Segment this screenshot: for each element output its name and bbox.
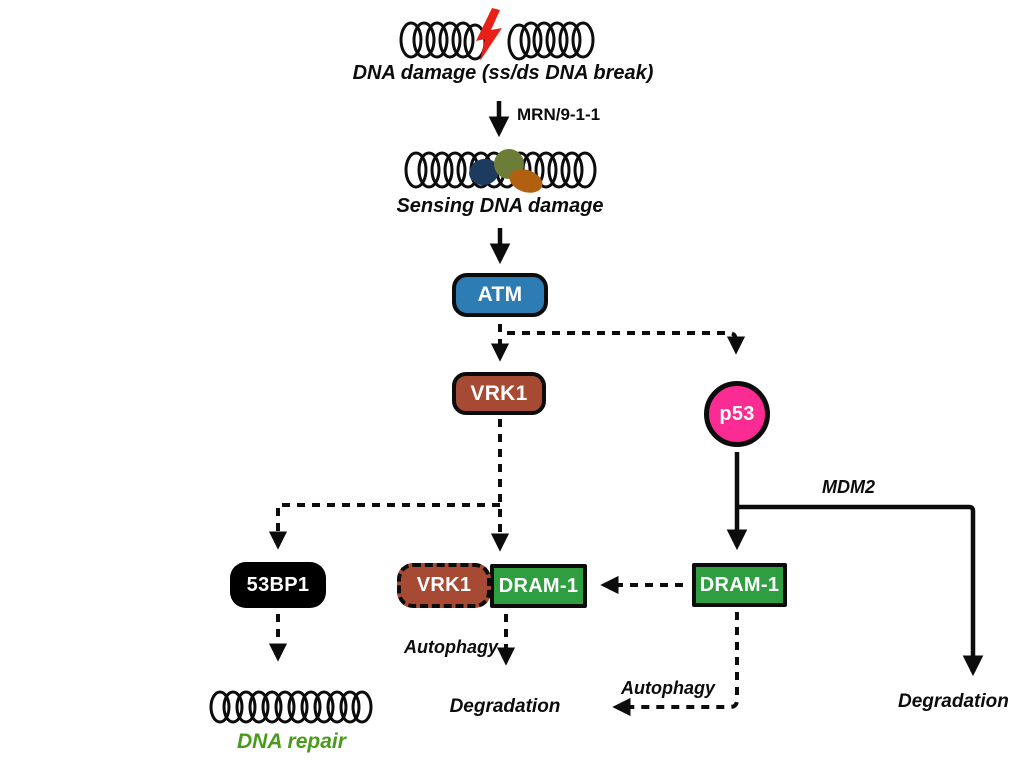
mdm2-label: MDM2: [822, 477, 875, 497]
dna-repair-label: DNA repair: [237, 730, 346, 753]
edge-dram1-to-degradation: [612, 612, 739, 717]
node-vrk1: VRK1: [452, 372, 546, 415]
node-53bp1: 53BP1: [230, 562, 326, 608]
edge-vrk1-to-53bp1: [268, 503, 500, 550]
node-dram1: DRAM-1: [692, 563, 787, 607]
dna-helix-repaired-icon: [209, 690, 373, 724]
autophagy-label-right: Autophagy: [621, 678, 715, 698]
lightning-bolt-icon: [476, 8, 502, 61]
node-p53: p53: [704, 381, 770, 447]
edge-p53-mdm2-degradation: [739, 504, 984, 677]
sensing-caption: Sensing DNA damage: [396, 195, 604, 217]
autophagy-label-center: Autophagy: [404, 637, 498, 657]
degradation-label-center: Degradation: [449, 696, 561, 717]
sensor-blob-navy: [469, 158, 499, 186]
degradation-label-right: Degradation: [898, 691, 1009, 712]
node-atm: ATM: [452, 273, 548, 317]
dna-damage-caption: DNA damage (ss/ds DNA break): [352, 62, 654, 84]
node-complex-vrk1: VRK1: [397, 563, 491, 608]
edge-atm-to-p53: [507, 331, 746, 355]
sensor-complex-blobs: [469, 149, 543, 193]
mrn-911-label: MRN/9-1-1: [517, 105, 601, 124]
node-complex-dram1: DRAM-1: [490, 564, 587, 608]
dna-helix-damaged-icon: [399, 21, 595, 61]
sensor-blob-orange: [509, 169, 543, 193]
